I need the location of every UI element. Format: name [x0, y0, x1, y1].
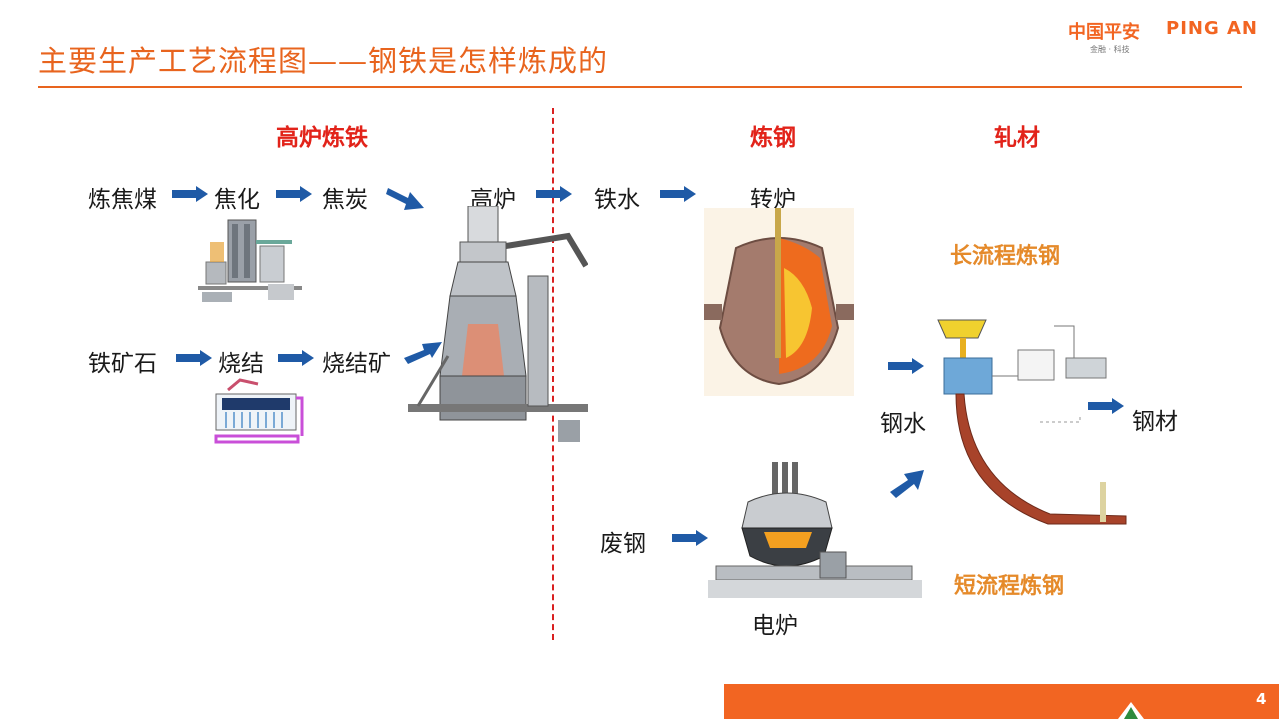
section-divider [552, 108, 554, 640]
label-molten-iron: 铁水 [594, 187, 640, 213]
arrow-right-icon [176, 350, 212, 366]
heading-steelmaking: 炼钢 [750, 125, 796, 151]
arrow-right-icon [672, 530, 708, 546]
arrow-up-right-icon [404, 342, 442, 364]
arrow-right-icon [276, 186, 312, 202]
electric-furnace-image [708, 462, 922, 598]
label-coking: 焦化 [214, 187, 260, 213]
arrow-right-icon [278, 350, 314, 366]
pingan-emblem-icon [1118, 702, 1144, 719]
logo-english: PING AN [1166, 18, 1258, 39]
coking-plant-image [198, 219, 302, 302]
arrow-right-icon [888, 358, 924, 374]
title-underline [38, 86, 1242, 88]
arrow-up-right-icon [890, 470, 924, 498]
label-coking-coal: 炼焦煤 [88, 187, 157, 213]
logo-subtitle: 金融 · 科技 [1090, 45, 1130, 54]
arrow-right-icon [536, 186, 572, 202]
label-scrap-steel: 废钢 [600, 531, 646, 557]
converter-image [704, 208, 854, 396]
label-iron-ore: 铁矿石 [88, 351, 157, 377]
heading-blast-iron: 高炉炼铁 [276, 125, 368, 151]
label-sintering: 烧结 [218, 351, 264, 377]
heading-rolling: 轧材 [994, 125, 1040, 151]
blast-furnace-image [408, 206, 588, 442]
label-steel-product: 钢材 [1132, 409, 1178, 435]
arrow-down-right-icon [386, 188, 424, 210]
arrow-right-icon [660, 186, 696, 202]
label-sinter: 烧结矿 [322, 351, 391, 377]
sintering-machine-image [214, 378, 304, 444]
heading-long-process: 长流程炼钢 [950, 244, 1061, 269]
label-electric-furnace: 电炉 [752, 613, 798, 639]
logo-chinese: 中国平安 [1068, 22, 1140, 43]
heading-short-process: 短流程炼钢 [954, 574, 1065, 599]
page-title: 主要生产工艺流程图——钢铁是怎样炼成的 [38, 44, 609, 78]
footer-bar [724, 684, 1279, 719]
arrow-right-icon [1088, 398, 1124, 414]
label-molten-steel: 钢水 [880, 411, 926, 437]
page-number: 4 [1256, 690, 1267, 708]
continuous-casting-image [937, 319, 1127, 525]
label-coke: 焦炭 [322, 187, 368, 213]
arrow-right-icon [172, 186, 208, 202]
